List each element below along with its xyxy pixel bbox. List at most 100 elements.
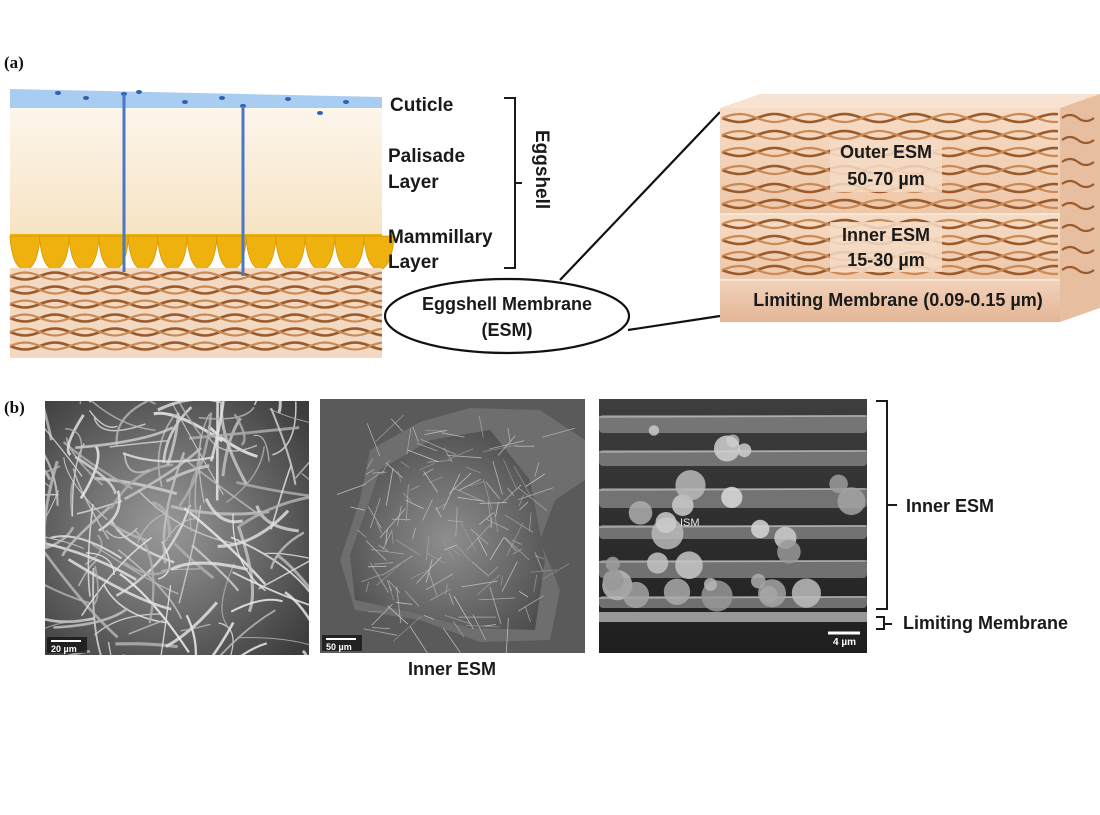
sem-fiber <box>519 501 529 511</box>
sem-fiber <box>277 401 282 414</box>
sem-fiber <box>453 487 486 503</box>
fiber-strand <box>9 327 383 337</box>
sem-fiber <box>466 523 492 551</box>
sem-fiber <box>471 561 488 576</box>
sem-fiber <box>410 568 430 580</box>
sem-fiber <box>478 597 516 601</box>
sem-fiber <box>503 459 518 491</box>
sem-fiber <box>365 540 387 561</box>
sem-fiber <box>429 588 451 601</box>
sem-fiber <box>75 426 174 449</box>
sem-fiber <box>272 401 297 456</box>
sem-fiber <box>465 466 481 474</box>
fiber-strand <box>1061 135 1095 145</box>
sem-fiber <box>447 519 464 523</box>
sem-fiber <box>123 446 203 501</box>
sem-fiber <box>350 506 365 511</box>
sem-fiber <box>369 497 381 529</box>
sem-fiber <box>255 505 299 533</box>
sem-fiber <box>490 517 493 528</box>
sem-globule <box>675 470 706 501</box>
pore-dot <box>219 96 225 100</box>
palisade-label-line1: Palisade <box>388 146 465 167</box>
fiber-strand <box>1061 201 1095 211</box>
sem-globule <box>829 474 848 494</box>
inner-esm-bracket-label: Inner ESM <box>906 496 994 516</box>
sem-fiber <box>533 574 538 593</box>
sem-fiber <box>412 527 416 540</box>
fiber-strand <box>721 112 1059 124</box>
sem-globule <box>837 487 866 516</box>
sem-fiber <box>503 536 517 552</box>
sem-fiber <box>385 468 394 506</box>
sem-fiber <box>518 487 548 512</box>
sem-globule <box>605 556 620 572</box>
sem-fiber <box>94 476 178 496</box>
sem-fiber <box>458 478 481 491</box>
sem-fiber <box>412 426 419 442</box>
sem-fiber <box>525 606 531 622</box>
sem-fiber <box>253 434 270 462</box>
palisade-layer <box>10 108 382 244</box>
pore-dot <box>285 97 291 101</box>
sem-fiber <box>507 428 511 442</box>
sem-fiber <box>109 440 168 448</box>
mammillary-cone <box>9 235 41 271</box>
sem-fiber <box>456 545 472 562</box>
sem-fiber <box>233 413 246 446</box>
sem-fiber <box>489 586 502 625</box>
sem-fiber <box>211 621 235 655</box>
sem-fiber <box>45 460 59 549</box>
sem-fiber <box>147 401 156 405</box>
sem-fiber <box>505 537 530 561</box>
sem-limiting-membrane <box>599 612 867 622</box>
inner-esm-label: Inner ESM <box>842 225 930 245</box>
sem-globule <box>675 551 703 579</box>
sem-fiber <box>487 566 498 577</box>
sem-fiber <box>91 543 179 595</box>
zoom-fibers <box>721 112 1095 276</box>
sem-fiber <box>386 579 393 592</box>
sem-fiber <box>517 595 544 612</box>
sem-fiber <box>230 598 283 613</box>
scale-bar-20um: 20 µm <box>51 644 77 654</box>
sem-fiber <box>382 555 413 576</box>
sem-fiber <box>375 414 405 442</box>
sem-fiber <box>427 460 453 463</box>
mammillary-cones <box>9 234 395 271</box>
sem-fiber <box>486 518 509 531</box>
sem-fiber <box>61 505 111 557</box>
sem-fiber <box>529 512 532 532</box>
mammillary-cone <box>127 235 159 271</box>
sem-fiber <box>367 565 387 568</box>
mammillary-cone <box>304 235 336 271</box>
sem-fiber <box>525 473 545 487</box>
sem-fiber <box>507 487 515 496</box>
sem-fiber <box>372 627 390 629</box>
pore-dot <box>55 91 61 95</box>
sem-fiber <box>269 531 305 570</box>
sem-fiber <box>530 569 557 573</box>
mammillary-cone <box>157 235 188 271</box>
sem-fiber <box>423 615 435 620</box>
sem-fiber <box>390 418 403 432</box>
fiber-strand <box>1061 245 1095 255</box>
sem-fiber <box>336 483 366 495</box>
sem-fiber <box>518 590 529 598</box>
sem-fiber <box>388 580 401 593</box>
sem-lamella-edge <box>599 525 867 528</box>
sem-fiber <box>416 442 437 452</box>
mammillary-cone <box>245 235 277 271</box>
sem-globule <box>655 512 677 533</box>
sem-fiber <box>79 445 100 500</box>
sem-fiber <box>236 480 309 498</box>
sem-fiber <box>370 549 404 555</box>
sem-fiber <box>476 574 501 596</box>
sem-fiber <box>357 529 367 538</box>
sem-globule <box>714 435 740 462</box>
fiber-strand <box>1061 223 1095 233</box>
sem-fiber <box>50 535 123 560</box>
sem-fiber <box>366 458 374 469</box>
sem-fiber <box>173 542 215 580</box>
mammillary-label-line1: Mammillary <box>388 227 493 248</box>
